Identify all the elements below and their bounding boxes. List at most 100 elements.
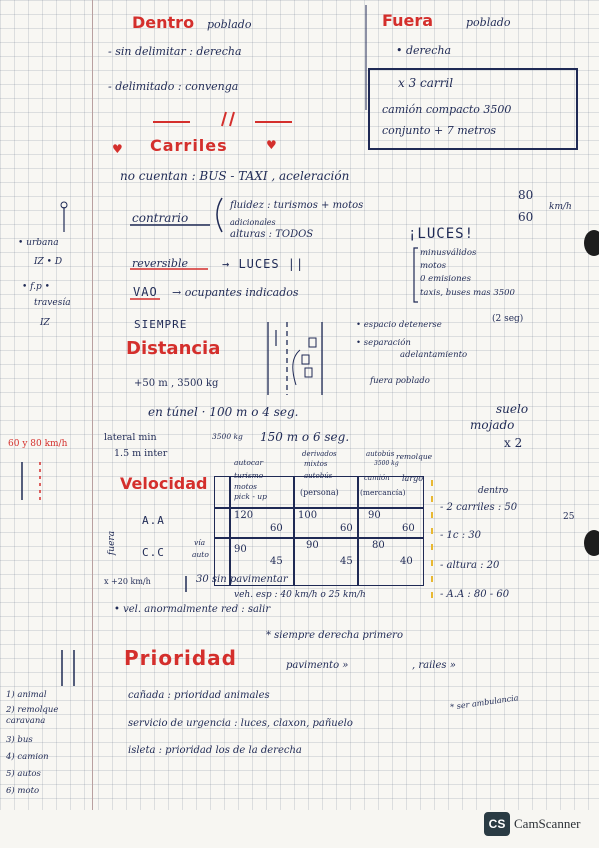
railes-line: , railes » [412, 660, 456, 671]
dentro-line-1: - sin delimitar : derecha [108, 45, 242, 58]
alturas-line: alturas : TODOS [230, 229, 314, 240]
left-list-6: 6) moto [6, 786, 40, 796]
binder-hole [584, 530, 599, 556]
velocidad-title: Velocidad [120, 474, 208, 493]
left-urbana: • urbana [18, 238, 59, 248]
auto-label: auto [192, 550, 209, 559]
fuera-box-line-1: x 3 carril [398, 76, 454, 90]
dentro-rule-aa: - A.A : 80 - 60 [440, 589, 510, 600]
mojado-label: mojado [470, 418, 515, 432]
dentro-rule-1b: 25 [563, 512, 575, 522]
servicio-line: servicio de urgencia : luces, claxon, pa… [128, 718, 353, 729]
cell-cc-c2-max: 90 [306, 540, 319, 551]
x2-label: x 2 [504, 436, 523, 450]
margin-line [92, 0, 93, 810]
veh-esp-line: veh. esp : 40 km/h o 25 km/h [234, 590, 366, 600]
vao-list-2: motos [420, 261, 447, 271]
dentro-rule-1: - 2 carriles : 50 [440, 502, 518, 513]
notebook-page [0, 0, 599, 810]
dentro-title: Dentro [132, 13, 195, 32]
fuera-box-line-2: camión compacto 3500 [382, 103, 512, 116]
cell-aa-c1-min: 60 [270, 523, 283, 534]
col2-h1: derivados [302, 450, 337, 458]
fuera-box-line-3: conjunto + 7 metros [382, 124, 497, 137]
col1-h3: motos [234, 482, 258, 491]
siempre-label: SIEMPRE [134, 318, 188, 331]
left-fp: • f.p • [22, 282, 50, 292]
cell-aa-c2-min: 60 [340, 523, 353, 534]
distancia-line-1: +50 m , 3500 kg [134, 378, 219, 389]
fuera-line-1: • derecha [396, 44, 452, 57]
fluidez-line: fluidez : turismos + motos [230, 200, 364, 211]
dentro-rule-2: - 1c : 30 [440, 530, 481, 541]
distancia-line-3: 150 m o 6 seg. [260, 430, 350, 444]
col3-h3: (mercancía) [360, 488, 406, 497]
col2-h4: (persona) [300, 488, 339, 497]
cell-aa-c3-min: 60 [402, 523, 415, 534]
vao-list-1: minusválidos [420, 248, 477, 258]
dentro-rule-3: - altura : 20 [440, 560, 500, 571]
distancia-line-2: en túnel · 100 m o 4 seg. [148, 405, 299, 419]
prioridad-title: Prioridad [124, 646, 237, 670]
remolque-label: remolque [396, 452, 433, 461]
dentro-note: dentro [478, 486, 509, 496]
canada-line: cañada : prioridad animales [128, 690, 270, 701]
anormal-line: • vel. anormalmente red : salir [114, 604, 271, 615]
heart-icon: ♥ [112, 142, 123, 156]
vao-label: VAO [133, 285, 158, 299]
left-speed-note: 60 y 80 km/h [8, 439, 68, 449]
col1-h2: turismo [234, 471, 264, 480]
cell-cc-c2-min: 45 [340, 556, 353, 567]
adelantamiento-line: adelantamiento [400, 350, 468, 360]
vao-ocupantes: → ocupantes indicados [172, 286, 299, 299]
lateral-min: lateral min [104, 432, 157, 443]
luces-exclaim: ¡LUCES! [408, 226, 475, 242]
speed-80: 80 [518, 188, 534, 202]
left-list-4: 4) camion [6, 752, 49, 762]
left-list-3: 3) bus [6, 735, 33, 745]
suelo-label: suelo [496, 402, 529, 416]
cell-aa-c3-max: 90 [368, 510, 381, 521]
heart-icon: ♥ [266, 138, 277, 152]
contrario-label: contrario [132, 211, 189, 225]
isleta-line: isleta : prioridad los de la derecha [128, 745, 302, 756]
row-aa-label: A.A [142, 514, 165, 527]
dentro-line-2: - delimitado : convenga [108, 80, 239, 93]
left-list-2: 2) remolque caravana [6, 705, 59, 726]
cell-cc-c1-min: 45 [270, 556, 283, 567]
inter-label: 1.5 m inter [114, 448, 168, 459]
vao-list-4: taxis, buses mas 3500 [420, 288, 515, 298]
siempre-derecha-line: * siempre derecha primero [266, 630, 403, 641]
fuera-poblado-note: fuera poblado [370, 376, 430, 386]
espacio-line: • espacio detenerse [356, 320, 442, 330]
cell-aa-c1-max: 120 [234, 510, 254, 521]
cell-cc-c1-max: 90 [234, 544, 247, 555]
espacio-seg: (2 seg) [492, 314, 524, 324]
carriles-title: Carriles [150, 136, 228, 155]
col3-h1: autobús [366, 450, 395, 458]
pavimento-line: pavimento » [286, 660, 349, 671]
col3-h4: 3500 kg [374, 460, 399, 467]
fuera-title: Fuera [382, 11, 434, 30]
col1-h1: autocar [234, 458, 264, 467]
left-travesia: travesía [34, 298, 71, 308]
sin-pavimentar-line: 30 sin pavimentar [196, 574, 288, 585]
cell-cc-c3-max: 80 [372, 540, 385, 551]
col1-h4: pick - up [234, 492, 267, 501]
speed-table [214, 476, 424, 586]
cell-cc-c3-min: 40 [400, 556, 413, 567]
fuera-subtitle: poblado [466, 16, 511, 29]
left-list-1: 1) animal [6, 690, 47, 700]
left-list-5: 5) autos [6, 769, 41, 779]
left-iz-d: IZ • D [34, 257, 63, 267]
fuera-side-label: fuera [107, 530, 118, 556]
largo-label: largo [402, 474, 424, 483]
col2-h2: mixtos [304, 460, 328, 468]
dentro-subtitle: poblado [207, 18, 252, 31]
reversible-label: reversible [132, 257, 188, 270]
vao-list-3: 0 emisiones [420, 274, 471, 284]
via-label: vía [194, 538, 206, 547]
camscanner-logo: CS [484, 812, 510, 836]
adicional-line: adicionales [230, 218, 276, 227]
speed-60: 60 [518, 210, 534, 224]
